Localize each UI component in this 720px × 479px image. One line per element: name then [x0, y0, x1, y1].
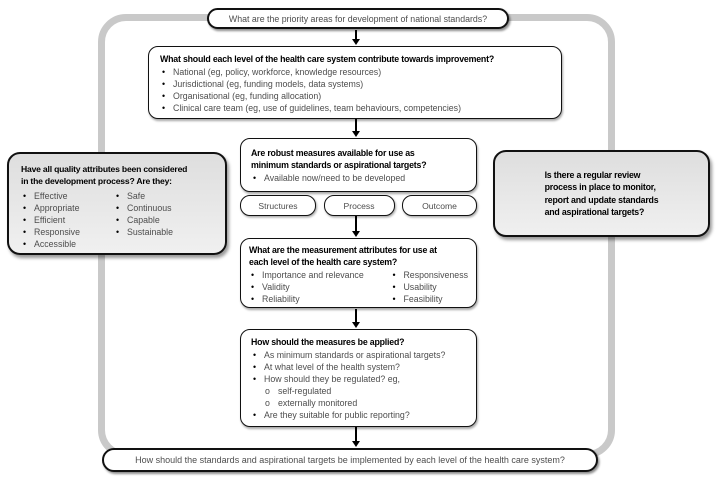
robust-list: Available now/need to be developed: [251, 172, 466, 184]
pill-label: Outcome: [422, 200, 457, 211]
list-item: Responsiveness: [390, 269, 468, 281]
list-item: Accessible: [21, 238, 114, 250]
list-item: Available now/need to be developed: [251, 172, 466, 184]
robust-measures-box: Are robust measures available for use as…: [240, 138, 477, 192]
list-item: At what level of the health system?: [251, 361, 466, 373]
quality-col1: Effective Appropriate Efficient Responsi…: [21, 190, 114, 250]
down-arrow-icon: [351, 427, 361, 447]
list-item: Capable: [114, 214, 173, 226]
down-arrow-icon: [351, 216, 361, 237]
list-item: Usability: [390, 281, 468, 293]
review-line: Is there a regular review: [544, 169, 641, 180]
review-process-box: Is there a regular review process in pla…: [493, 150, 710, 237]
list-item: How should they be regulated? eg,: [251, 373, 466, 385]
apply-heading: How should the measures be applied?: [251, 337, 405, 347]
list-item: National (eg, policy, workforce, knowled…: [160, 66, 550, 78]
arrow-head: [352, 441, 360, 447]
list-item: Sustainable: [114, 226, 173, 238]
list-item: Responsive: [21, 226, 114, 238]
list-item: Appropriate: [21, 202, 114, 214]
down-arrow-icon: [351, 119, 361, 137]
list-item: Efficient: [21, 214, 114, 226]
pill-outcome: Outcome: [402, 195, 477, 216]
measure-type-pills: Structures Process Outcome: [240, 195, 477, 216]
robust-heading-line: minimum standards or aspirational target…: [251, 160, 427, 170]
review-text: Is there a regular review process in pla…: [545, 169, 659, 219]
quality-col2: Safe Continuous Capable Sustainable: [114, 190, 173, 250]
list-item: Reliability: [249, 293, 390, 305]
list-item: Continuous: [114, 202, 173, 214]
attributes-heading-line: What are the measurement attributes for …: [249, 245, 437, 255]
attributes-col1: Importance and relevance Validity Reliab…: [249, 269, 390, 305]
attributes-heading-line: each level of the health care system?: [249, 257, 398, 267]
pill-label: Process: [343, 200, 375, 211]
quality-heading-line: in the development process? Are they:: [21, 176, 172, 186]
list-item: Jurisdictional (eg, funding models, data…: [160, 78, 550, 90]
list-item: Clinical care team (eg, use of guideline…: [160, 102, 550, 114]
list-item: Importance and relevance: [249, 269, 390, 281]
down-arrow-icon: [351, 30, 361, 45]
arrow-head: [352, 39, 360, 45]
arrow-head: [352, 322, 360, 328]
review-line: and aspirational targets?: [544, 207, 645, 217]
contribution-box: What should each level of the health car…: [148, 46, 562, 119]
arrow-head: [352, 231, 360, 237]
arrow-stem: [355, 30, 357, 40]
arrow-head: [352, 131, 360, 137]
quality-heading-line: Have all quality attributes been conside…: [21, 164, 188, 174]
quality-attributes-box: Have all quality attributes been conside…: [7, 152, 227, 255]
bottom-question-box: How should the standards and aspirationa…: [102, 448, 598, 472]
list-item: Organisational (eg, funding allocation): [160, 90, 550, 102]
attributes-columns: Importance and relevance Validity Reliab…: [249, 268, 468, 305]
pill-process: Process: [323, 195, 395, 216]
robust-heading-line: Are robust measures available for use as: [251, 148, 415, 158]
quality-columns: Effective Appropriate Efficient Responsi…: [21, 189, 217, 250]
sub-list-item: self-regulated: [251, 385, 466, 397]
measurement-attributes-box: What are the measurement attributes for …: [240, 238, 477, 308]
apply-measures-box: How should the measures be applied? As m…: [240, 329, 477, 427]
list-item: Are they suitable for public reporting?: [251, 409, 466, 421]
list-item: Validity: [249, 281, 390, 293]
arrow-stem: [355, 119, 357, 132]
bottom-question-label: How should the standards and aspirationa…: [135, 455, 565, 465]
list-item: Effective: [21, 190, 114, 202]
pill-structures: Structures: [240, 195, 316, 216]
review-line: report and update standards: [544, 194, 659, 205]
list-item: Feasibility: [390, 293, 468, 305]
list-item: Safe: [114, 190, 173, 202]
apply-list: As minimum standards or aspirational tar…: [251, 349, 466, 421]
pill-label: Structures: [258, 200, 298, 211]
attributes-col2: Responsiveness Usability Feasibility: [390, 269, 468, 305]
list-item: As minimum standards or aspirational tar…: [251, 349, 466, 361]
arrow-stem: [355, 427, 357, 442]
review-line: process in place to monitor,: [544, 182, 656, 192]
down-arrow-icon: [351, 309, 361, 328]
contribution-list: National (eg, policy, workforce, knowled…: [160, 66, 550, 114]
arrow-stem: [355, 216, 357, 232]
arrow-stem: [355, 309, 357, 323]
top-question-box: What are the priority areas for developm…: [207, 8, 509, 29]
sub-list-item: externally monitored: [251, 397, 466, 409]
top-question-label: What are the priority areas for developm…: [228, 13, 488, 24]
contribution-heading: What should each level of the health car…: [160, 54, 494, 64]
